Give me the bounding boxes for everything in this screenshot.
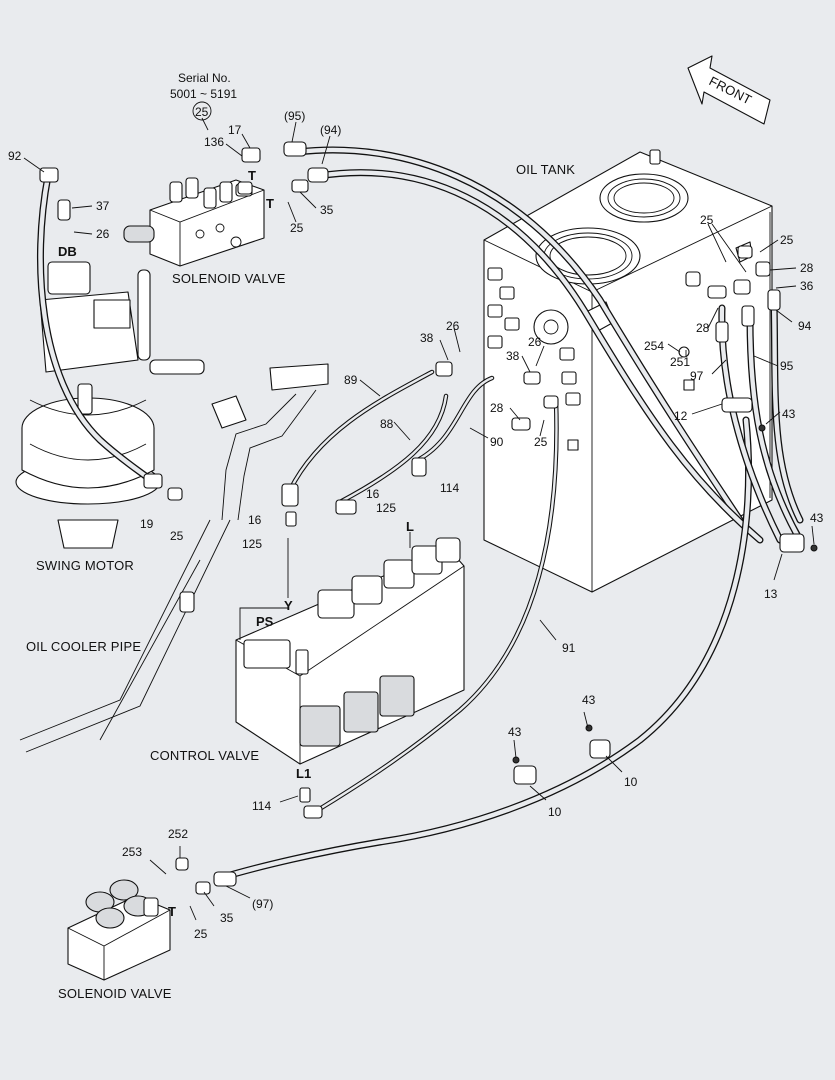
- callout-25b: 25: [700, 213, 714, 227]
- callout-38b: 38: [506, 349, 520, 363]
- callout-43c: 43: [582, 693, 596, 707]
- callout-16b: 16: [248, 513, 262, 527]
- callout-25e: 25: [170, 529, 184, 543]
- control-valve: [235, 537, 465, 765]
- port-t3: T: [168, 904, 176, 919]
- callout-125b: 125: [242, 537, 262, 551]
- callout-254: 254: [644, 339, 664, 353]
- callout-89: 89: [344, 373, 358, 387]
- callout-16a: 16: [366, 487, 380, 501]
- callout-13: 13: [764, 587, 778, 601]
- callout-94: 94: [798, 319, 812, 333]
- port-y: Y: [284, 598, 293, 613]
- oil-tank-label: OIL TANK: [516, 162, 575, 177]
- fittings: [39, 141, 818, 895]
- callout-28c: 28: [490, 401, 504, 415]
- solenoid-valve-top-label: SOLENOID VALVE: [172, 271, 286, 286]
- oil-cooler-pipe: [19, 363, 329, 753]
- callout-26c: 26: [528, 335, 542, 349]
- callout-92: 92: [8, 149, 22, 163]
- callout-25f: 25: [194, 927, 208, 941]
- callout-43d: 43: [508, 725, 522, 739]
- leader-lines: [23, 117, 815, 921]
- callout-28a: 28: [800, 261, 814, 275]
- callout-10a: 10: [624, 775, 638, 789]
- callout-38a: 38: [420, 331, 434, 345]
- hose-91: [315, 397, 559, 813]
- serial-range: 5001 ~ 5191: [170, 87, 237, 101]
- port-t1: T: [248, 168, 256, 183]
- callout-25d: 25: [534, 435, 548, 449]
- hose-97: [216, 416, 753, 882]
- swing-motor-label: SWING MOTOR: [36, 558, 134, 573]
- callout-25a: 25: [290, 221, 304, 235]
- serial-note: Serial No. 5001 ~ 5191 25: [170, 71, 237, 121]
- solenoid-valve-bottom: [67, 879, 171, 981]
- callout-114b: 114: [252, 799, 271, 813]
- hoses-88-89-90: [287, 369, 495, 505]
- port-ps: PS: [256, 614, 274, 629]
- callout-43b: 43: [810, 511, 824, 525]
- callout-88: 88: [380, 417, 394, 431]
- port-l: L: [406, 519, 414, 534]
- port-l1: L1: [296, 766, 311, 781]
- callout-37: 37: [96, 199, 110, 213]
- callout-253: 253: [122, 845, 142, 859]
- callout-10b: 10: [548, 805, 562, 819]
- callout-35b: 35: [220, 911, 234, 925]
- callout-35a: 35: [320, 203, 334, 217]
- callout-95: 95: [780, 359, 794, 373]
- callout-26b: 26: [446, 319, 460, 333]
- callout-97: 97: [690, 369, 704, 383]
- hose-94-95: [294, 146, 764, 544]
- callout-94-top: (94): [320, 123, 341, 137]
- callout-19: 19: [140, 517, 154, 531]
- callout-12: 12: [674, 409, 688, 423]
- callout-97-bottom: (97): [252, 897, 273, 911]
- callout-95-top: (95): [284, 109, 305, 123]
- callout-28b: 28: [696, 321, 710, 335]
- callout-17: 17: [228, 123, 242, 137]
- front-arrow: FRONT: [687, 55, 771, 125]
- callout-136: 136: [204, 135, 224, 149]
- callout-25c: 25: [780, 233, 794, 247]
- callout-91: 91: [562, 641, 576, 655]
- control-valve-label: CONTROL VALVE: [150, 748, 259, 763]
- solenoid-valve-bottom-label: SOLENOID VALVE: [58, 986, 172, 1001]
- callout-43a: 43: [782, 407, 796, 421]
- callout-114a: 114: [440, 481, 459, 495]
- port-t2: T: [266, 196, 274, 211]
- callout-251: 251: [670, 355, 690, 369]
- oil-cooler-pipe-label: OIL COOLER PIPE: [26, 639, 141, 654]
- callout-125a: 125: [376, 501, 396, 515]
- serial-ref: 25: [195, 105, 209, 119]
- callout-90: 90: [490, 435, 504, 449]
- callout-36: 36: [800, 279, 814, 293]
- callout-26a: 26: [96, 227, 110, 241]
- serial-label: Serial No.: [178, 71, 231, 85]
- port-db: DB: [58, 244, 77, 259]
- hose-92: [36, 172, 160, 488]
- callouts: 92 37 26 136 17 (95) (94) 35 25 25 25 28…: [8, 109, 824, 941]
- callout-252: 252: [168, 827, 188, 841]
